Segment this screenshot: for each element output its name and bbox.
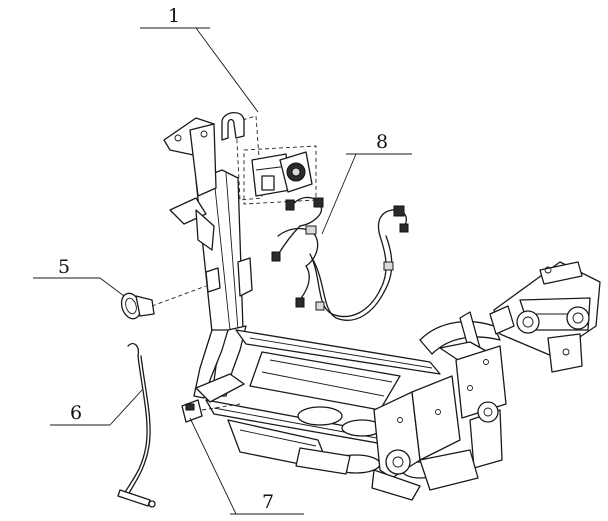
callout-1: 1 [140, 5, 259, 113]
wiring-harness [271, 196, 409, 321]
callout-label-5: 5 [58, 256, 70, 278]
callout-label-8: 8 [376, 131, 388, 153]
callout-label-7: 7 [262, 491, 274, 513]
small-bracket [181, 399, 241, 423]
callout-7: 7 [189, 417, 304, 515]
callout-label-1: 1 [168, 5, 180, 27]
ignition-lock-assembly [221, 112, 317, 205]
rear-mount-bracket [489, 261, 601, 373]
main-frame [163, 117, 507, 501]
control-cable [117, 342, 156, 508]
callout-8: 8 [321, 131, 412, 235]
callout-6: 6 [50, 389, 143, 426]
callout-5: 5 [33, 256, 125, 297]
callout-label-6: 6 [70, 402, 82, 424]
horn [120, 285, 207, 320]
